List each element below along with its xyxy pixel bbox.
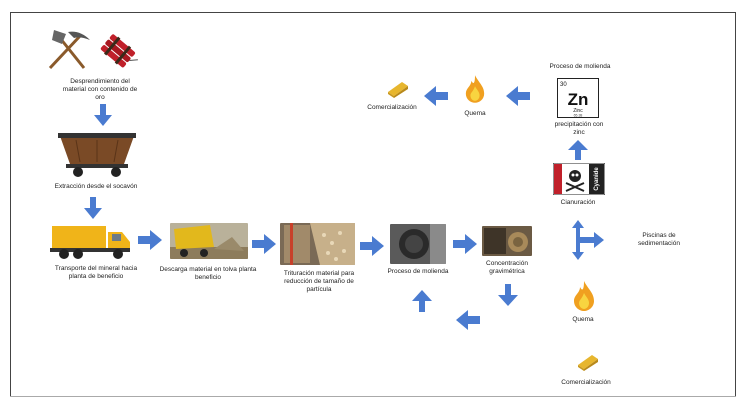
zinc-symbol: Zn (568, 90, 589, 109)
arrow-down-2 (84, 197, 102, 224)
trituracion-photo (280, 223, 355, 265)
zinc-name: Zinc (573, 108, 583, 114)
label-trituracion: Trituración material para reducción de t… (283, 270, 355, 294)
gold-bar-icon-bottom (576, 353, 600, 371)
label-comercializacion-top: Comercialización (367, 104, 417, 111)
label-concentracion: Concentración gravimétrica (486, 260, 528, 276)
label-desprendimiento: Desprendimiento del material con conteni… (62, 78, 138, 102)
label-transporte: Transporte del mineral hacia planta de b… (54, 265, 138, 281)
label-quema-bottom: Quema (572, 316, 594, 323)
cyanide-sign-text: Cyanide (594, 167, 600, 191)
arrow-right-2 (252, 234, 276, 259)
label-extraccion: Extracción desde el socavón (54, 183, 138, 190)
frame-bottom-line (10, 396, 736, 397)
cyanide-sign: Cyanide (552, 162, 606, 196)
arrow-up-1 (412, 290, 432, 317)
cross-arrows-icon (560, 220, 604, 265)
arrow-up-2 (568, 140, 588, 165)
dynamite-icon (98, 30, 142, 70)
arrow-right-4 (453, 234, 477, 259)
label-quema-top: Quema (464, 110, 486, 117)
arrow-down-3 (498, 284, 518, 311)
label-molienda-2: Proceso de molienda (549, 63, 611, 70)
zinc-element-card: 30 Zn Zinc 65.38 (557, 78, 599, 118)
label-molienda-1: Proceso de molienda (387, 268, 449, 275)
molienda-photo (390, 224, 446, 264)
label-piscinas: Piscinas de sedimentación (638, 232, 680, 248)
label-cianuracion: Cianuración (560, 199, 596, 206)
arrow-right-1 (138, 230, 162, 255)
arrow-right-3 (360, 236, 384, 261)
pickaxe-shovel-icon (44, 28, 94, 72)
label-descarga: Descarga material en tolva planta benefi… (159, 266, 257, 282)
descarga-photo (170, 223, 248, 259)
flame-icon-bottom (572, 281, 596, 311)
gold-bar-icon-top (386, 80, 410, 98)
mine-cart-icon (56, 132, 138, 178)
diagram-frame (10, 12, 736, 397)
zinc-number: 30 (560, 82, 567, 88)
label-precipitacion: precipitación con zinc (554, 121, 604, 137)
label-comercializacion-bottom: Comercialización (561, 379, 611, 386)
flame-icon-top (464, 74, 486, 104)
dump-truck-icon (50, 220, 132, 260)
concentracion-photo (482, 226, 532, 256)
arrow-left-1 (456, 310, 480, 335)
arrow-left-2 (506, 86, 530, 111)
zinc-mass: 65.38 (574, 114, 583, 118)
arrow-down-1 (94, 104, 112, 131)
arrow-left-3 (424, 86, 448, 111)
